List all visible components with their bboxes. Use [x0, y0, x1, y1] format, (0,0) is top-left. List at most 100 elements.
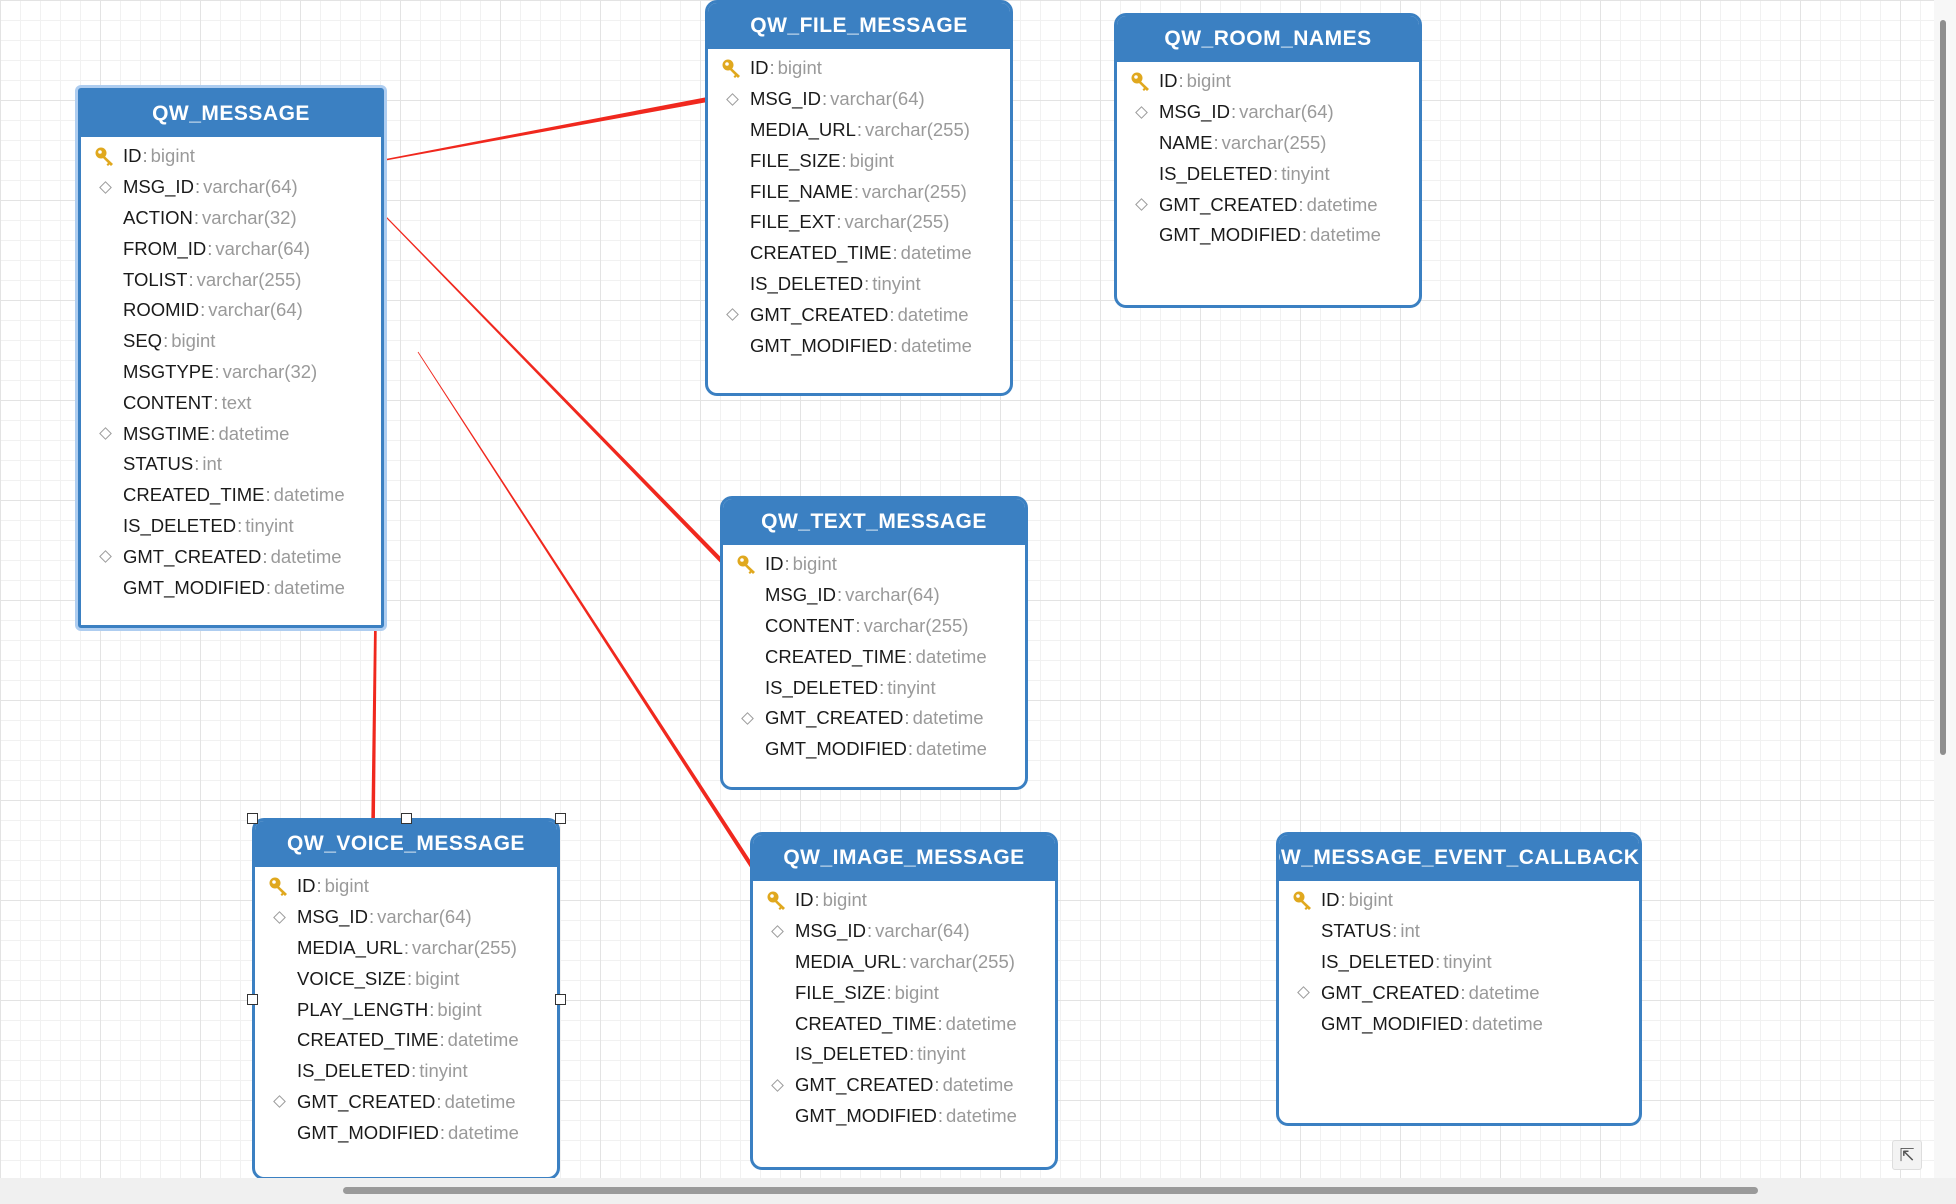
field-row[interactable]: STATUS:int	[1279, 916, 1639, 947]
field-row[interactable]: IS_DELETED:tinyint	[255, 1056, 557, 1087]
field-row[interactable]: GMT_CREATED:datetime	[81, 541, 381, 572]
resize-handle-2[interactable]	[554, 812, 566, 824]
field-row[interactable]: GMT_MODIFIED:datetime	[708, 330, 1010, 361]
field-row[interactable]: GMT_MODIFIED:datetime	[723, 734, 1025, 765]
field-row[interactable]: MSG_ID:varchar(64)	[255, 902, 557, 933]
marker-slot	[765, 1104, 789, 1128]
field-row[interactable]: CONTENT:text	[81, 387, 381, 418]
table-header[interactable]: QW_VOICE_MESSAGE	[255, 821, 557, 867]
table-header[interactable]: QW_IMAGE_MESSAGE	[753, 835, 1055, 881]
field-row[interactable]: MSG_ID:varchar(64)	[723, 580, 1025, 611]
field-separator: :	[213, 391, 219, 413]
field-row[interactable]: GMT_CREATED:datetime	[1279, 977, 1639, 1008]
field-row[interactable]: IS_DELETED:tinyint	[1279, 947, 1639, 978]
field-name: GMT_CREATED	[123, 545, 262, 567]
field-row[interactable]: SEQ:bigint	[81, 326, 381, 357]
resize-handle-0[interactable]	[246, 812, 258, 824]
field-row[interactable]: MEDIA_URL:varchar(255)	[255, 933, 557, 964]
field-separator: :	[855, 614, 861, 636]
field-row[interactable]: GMT_CREATED:datetime	[1117, 189, 1419, 220]
field-row[interactable]: GMT_MODIFIED:datetime	[1117, 220, 1419, 251]
table-header[interactable]: QW_MESSAGE_EVENT_CALLBACKS	[1279, 835, 1639, 881]
field-type: datetime	[900, 334, 972, 356]
field-row[interactable]: CREATED_TIME:datetime	[81, 480, 381, 511]
field-row[interactable]: GMT_CREATED:datetime	[723, 703, 1025, 734]
field-name: MSG_ID	[123, 176, 194, 198]
field-row[interactable]: IS_DELETED:tinyint	[81, 511, 381, 542]
field-row[interactable]: FILE_EXT:varchar(255)	[708, 207, 1010, 238]
marker-slot	[1129, 131, 1153, 155]
field-row[interactable]: ACTION:varchar(32)	[81, 203, 381, 234]
field-row[interactable]: IS_DELETED:tinyint	[708, 269, 1010, 300]
field-row[interactable]: ID:bigint	[723, 549, 1025, 580]
field-row[interactable]: MEDIA_URL:varchar(255)	[708, 115, 1010, 146]
field-row[interactable]: ID:bigint	[708, 53, 1010, 84]
field-row[interactable]: CREATED_TIME:datetime	[723, 641, 1025, 672]
field-name: ID	[297, 875, 316, 897]
field-row[interactable]: ID:bigint	[1117, 66, 1419, 97]
table-header[interactable]: QW_FILE_MESSAGE	[708, 3, 1010, 49]
resize-handle-4[interactable]	[554, 993, 566, 1005]
field-row[interactable]: CONTENT:varchar(255)	[723, 611, 1025, 642]
vertical-scrollbar[interactable]	[1940, 20, 1946, 755]
field-row[interactable]: ID:bigint	[255, 871, 557, 902]
fit-view-button[interactable]: ⇱	[1892, 1140, 1922, 1170]
field-type: datetime	[915, 645, 987, 667]
table-header[interactable]: QW_ROOM_NAMES	[1117, 16, 1419, 62]
relationship-arrow[interactable]	[349, 179, 752, 593]
horizontal-scrollbar[interactable]	[343, 1187, 1758, 1194]
field-row[interactable]: FILE_SIZE:bigint	[708, 145, 1010, 176]
resize-handle-3[interactable]	[246, 993, 258, 1005]
field-row[interactable]: GMT_MODIFIED:datetime	[81, 572, 381, 603]
field-row[interactable]: ID:bigint	[753, 885, 1055, 916]
field-name: GMT_MODIFIED	[1321, 1012, 1463, 1034]
marker-slot	[267, 967, 291, 991]
table-header[interactable]: QW_MESSAGE	[81, 91, 381, 137]
field-row[interactable]: FILE_SIZE:bigint	[753, 977, 1055, 1008]
field-row[interactable]: IS_DELETED:tinyint	[1117, 158, 1419, 189]
field-row[interactable]: GMT_MODIFIED:datetime	[1279, 1008, 1639, 1039]
field-row[interactable]: NAME:varchar(255)	[1117, 128, 1419, 159]
field-row[interactable]: ID:bigint	[81, 141, 381, 172]
field-row[interactable]: FROM_ID:varchar(64)	[81, 233, 381, 264]
field-row[interactable]: ROOMID:varchar(64)	[81, 295, 381, 326]
field-row[interactable]: IS_DELETED:tinyint	[723, 672, 1025, 703]
field-row[interactable]: GMT_CREATED:datetime	[753, 1070, 1055, 1101]
diamond-icon	[93, 545, 117, 569]
field-row[interactable]: PLAY_LENGTH:bigint	[255, 994, 557, 1025]
field-row[interactable]: CREATED_TIME:datetime	[255, 1025, 557, 1056]
field-row[interactable]: MSG_ID:varchar(64)	[708, 84, 1010, 115]
table-header[interactable]: QW_TEXT_MESSAGE	[723, 499, 1025, 545]
field-row[interactable]: VOICE_SIZE:bigint	[255, 963, 557, 994]
field-separator: :	[864, 272, 870, 294]
field-row[interactable]: MSGTYPE:varchar(32)	[81, 357, 381, 388]
field-row[interactable]: CREATED_TIME:datetime	[753, 1008, 1055, 1039]
field-row[interactable]: STATUS:int	[81, 449, 381, 480]
field-row[interactable]: GMT_MODIFIED:datetime	[753, 1101, 1055, 1132]
field-row[interactable]: MSG_ID:varchar(64)	[81, 172, 381, 203]
field-row[interactable]: FILE_NAME:varchar(255)	[708, 176, 1010, 207]
field-type: datetime	[447, 1029, 519, 1051]
field-row[interactable]: CREATED_TIME:datetime	[708, 238, 1010, 269]
field-row[interactable]: IS_DELETED:tinyint	[753, 1039, 1055, 1070]
field-row[interactable]: MSG_ID:varchar(64)	[1117, 97, 1419, 128]
resize-handle-1[interactable]	[400, 812, 412, 824]
field-row[interactable]: GMT_CREATED:datetime	[255, 1087, 557, 1118]
field-row[interactable]: MEDIA_URL:varchar(255)	[753, 947, 1055, 978]
field-row[interactable]: TOLIST:varchar(255)	[81, 264, 381, 295]
field-row[interactable]: MSG_ID:varchar(64)	[753, 916, 1055, 947]
field-row[interactable]: GMT_MODIFIED:datetime	[255, 1117, 557, 1148]
field-row[interactable]: MSGTIME:datetime	[81, 418, 381, 449]
field-row[interactable]: GMT_CREATED:datetime	[708, 299, 1010, 330]
field-name: GMT_CREATED	[1159, 193, 1298, 215]
field-row[interactable]: ID:bigint	[1279, 885, 1639, 916]
